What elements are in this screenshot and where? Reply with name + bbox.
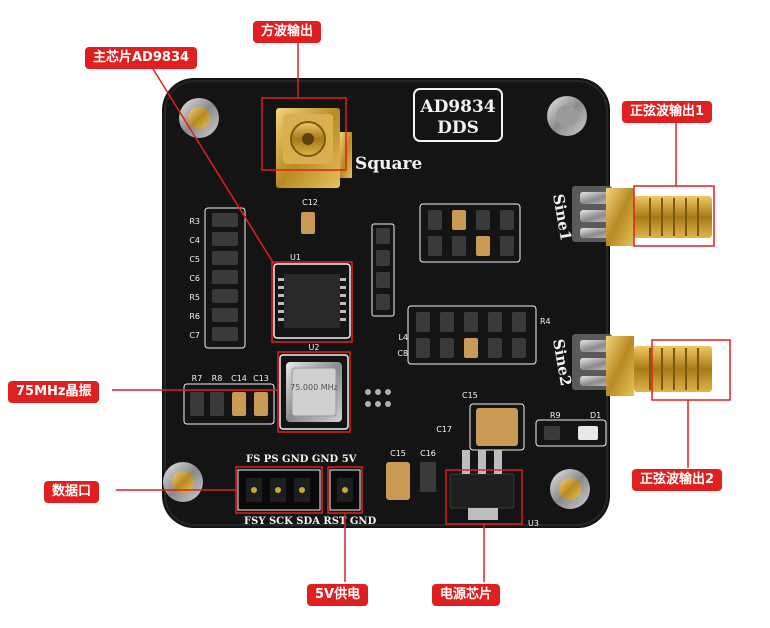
- title-line-1: AD9834: [419, 97, 495, 117]
- highlight-main-chip: [271, 261, 353, 343]
- svg-text:U3: U3: [528, 519, 539, 528]
- mounting-screw-top-right: [547, 96, 587, 136]
- svg-text:C15: C15: [462, 391, 478, 400]
- square-sma-connector: [276, 108, 352, 188]
- svg-text:R9: R9: [550, 411, 561, 420]
- filter-bottom: L4 R4 C8: [397, 305, 551, 365]
- svg-text:C12: C12: [302, 198, 318, 207]
- svg-text:R6: R6: [189, 312, 200, 321]
- square-silkscreen: Square: [355, 154, 422, 174]
- svg-text:C17: C17: [436, 425, 452, 434]
- crystal-passives: R7 R8 C14 C13: [183, 374, 275, 425]
- left-passives: R3 C4 C5 C6 R5 R6 C7: [189, 207, 246, 349]
- callout-sine-output-1: 正弦波输出1: [622, 101, 713, 123]
- svg-text:C14: C14: [231, 374, 247, 383]
- svg-text:C16: C16: [420, 449, 436, 458]
- sine2-sma-connector: [572, 334, 712, 396]
- callout-sine-output-2: 正弦波输出2: [632, 469, 723, 491]
- svg-text:R5: R5: [189, 293, 200, 302]
- crystal-oscillator: 75.000 MHz U2: [279, 343, 349, 430]
- middle-passives: [371, 223, 395, 317]
- led-indicator: R9 D1: [535, 411, 607, 447]
- svg-text:C6: C6: [189, 274, 200, 283]
- callout-main-chip: 主芯片AD9834: [85, 47, 198, 69]
- test-pads: [365, 389, 391, 407]
- svg-text:C4: C4: [189, 236, 200, 245]
- highlight-sine1-sma: [633, 185, 715, 247]
- svg-text:D1: D1: [590, 411, 601, 420]
- svg-text:C5: C5: [189, 255, 200, 264]
- sine1-sma-connector: [572, 186, 712, 246]
- leader-main-chip: [149, 63, 275, 265]
- title-line-2: DDS: [437, 118, 479, 138]
- svg-text:L4: L4: [398, 333, 408, 342]
- filter-top: [419, 203, 521, 263]
- power-pin-header: [329, 469, 361, 511]
- svg-text:R4: R4: [540, 317, 551, 326]
- ad9834-chip: U1: [273, 253, 351, 339]
- highlight-square-sma: [261, 97, 347, 171]
- header-top-silkscreen: FS PS GND GND 5V: [246, 454, 357, 465]
- callout-crystal: 75MHz晶振: [8, 381, 100, 403]
- highlight-sine2-sma: [651, 339, 731, 401]
- highlight-crystal: [277, 351, 351, 433]
- callout-square-wave-output: 方波输出: [253, 21, 322, 43]
- mounting-screw-top-left: [179, 98, 219, 138]
- power-section: C15 C17 C15 C16 U3: [386, 391, 539, 528]
- svg-text:R8: R8: [212, 374, 223, 383]
- header-bottom-silkscreen: FSY SCK SDA RST GND: [244, 516, 377, 527]
- svg-text:R3: R3: [189, 217, 200, 226]
- mounting-screw-bottom-right: [550, 469, 590, 509]
- svg-text:C13: C13: [253, 374, 269, 383]
- callout-5v-power: 5V供电: [307, 584, 369, 606]
- svg-text:C8: C8: [397, 349, 408, 358]
- title-silkscreen-box: AD9834 DDS: [413, 88, 503, 142]
- callout-power-chip: 电源芯片: [432, 584, 501, 606]
- svg-text:U1: U1: [290, 253, 301, 262]
- svg-text:C15: C15: [390, 449, 406, 458]
- svg-text:U2: U2: [309, 343, 320, 352]
- data-pin-header: [237, 469, 321, 511]
- svg-text:C7: C7: [189, 331, 200, 340]
- crystal-marking: 75.000 MHz: [290, 383, 338, 392]
- svg-text:R7: R7: [192, 374, 203, 383]
- mounting-screw-bottom-left: [163, 462, 203, 502]
- callout-data-port: 数据口: [44, 481, 100, 503]
